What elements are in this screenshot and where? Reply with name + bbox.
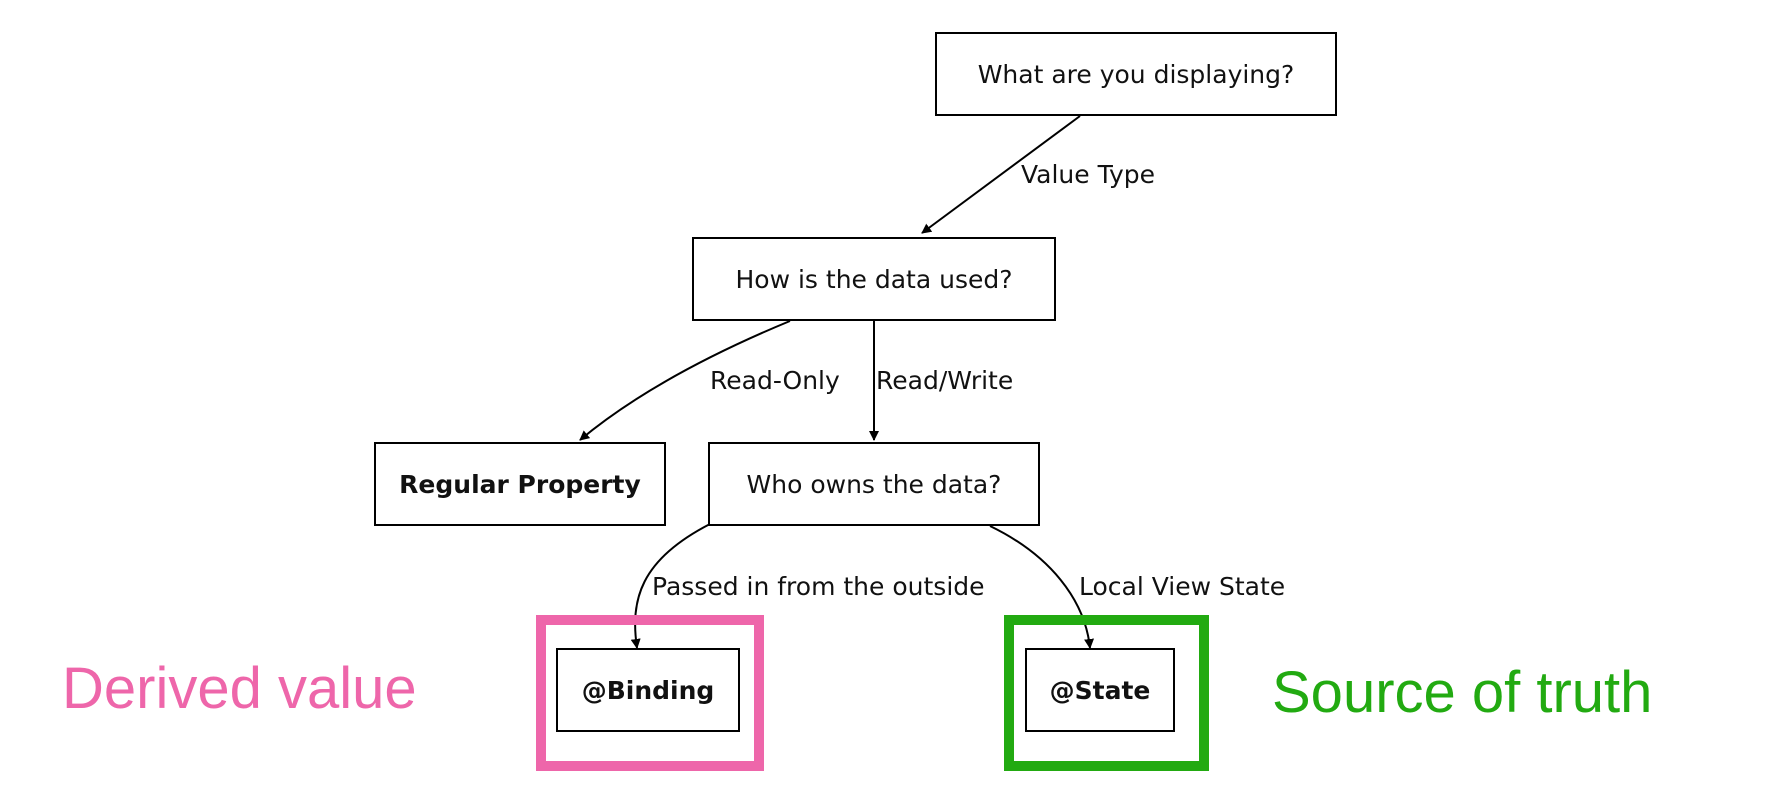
node-binding: @Binding [556,648,740,732]
edge-label-passed-in: Passed in from the outside [652,572,985,601]
edge-label-read-write: Read/Write [876,366,1014,395]
node-root-label: What are you displaying? [977,59,1295,89]
edge-label-value-type: Value Type [1021,160,1156,189]
edge-value-type-line [921,115,1081,234]
edge-label-read-only: Read-Only [710,366,840,395]
edge-read-only-line [579,320,791,441]
node-who-owns-data: Who owns the data? [708,442,1040,526]
node-state-label: @State [1049,675,1151,705]
node-binding-label: @Binding [581,675,715,705]
callout-derived-value: Derived value [62,656,417,721]
edge-label-local-state: Local View State [1079,572,1286,601]
highlight-box-derived [536,615,764,771]
node-how-is-data-used: How is the data used? [692,237,1056,321]
node-state: @State [1025,648,1175,732]
node-usage-label: How is the data used? [735,264,1013,294]
highlight-box-source [1004,615,1209,771]
node-owner-label: Who owns the data? [746,469,1002,499]
edge-local-state-line [989,525,1095,649]
edge-passed-in-line [630,523,711,649]
node-regular-label: Regular Property [399,469,641,499]
node-what-are-you-displaying: What are you displaying? [935,32,1337,116]
callout-source-of-truth: Source of truth [1272,660,1653,725]
node-regular-property: Regular Property [374,442,666,526]
